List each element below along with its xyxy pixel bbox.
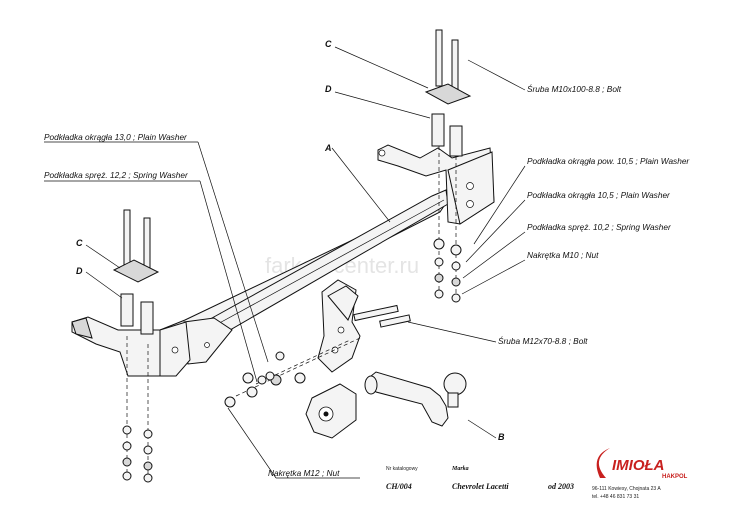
company-address: 96-111 Kowiesy, Chojnata 23 A bbox=[592, 486, 661, 492]
brand-name: IMIOŁA bbox=[612, 457, 665, 474]
make-header: Marka bbox=[451, 466, 469, 472]
left-bolts-spacers bbox=[112, 209, 160, 483]
imiola-logo: IMIOŁA HAKPOL 96-111 Kowiesy, Chojnata 2… bbox=[592, 448, 688, 500]
catalog-header: Nr katalogowy bbox=[386, 466, 418, 472]
leader-lines bbox=[44, 46, 526, 479]
label-nut-m10: Nakrętka M10 ; Nut bbox=[527, 250, 599, 260]
socket-plate bbox=[305, 383, 357, 439]
label-plain-washer-13: Podkładka okrągła 13,0 ; Plain Washer bbox=[44, 132, 188, 142]
crossbar-a bbox=[71, 144, 495, 377]
year-from: od 2003 bbox=[548, 482, 574, 491]
part-ref-a: A bbox=[324, 143, 332, 153]
vehicle-make: Chevrolet Lacetti bbox=[452, 482, 509, 491]
label-plain-washer-10: Podkładka okrągła 10,5 ; Plain Washer bbox=[527, 190, 671, 200]
brand-subtitle: HAKPOL bbox=[662, 474, 688, 480]
title-block: Nr katalogowy CH/004 Marka Chevrolet Lac… bbox=[386, 466, 574, 491]
label-bolt-m10: Śruba M10x100-8.8 ; Bolt bbox=[527, 83, 622, 94]
label-bolt-m12: Śruba M12x70-8.8 ; Bolt bbox=[498, 335, 588, 346]
logo-swoosh-icon bbox=[596, 448, 610, 478]
part-ref-c-top: C bbox=[325, 39, 332, 49]
part-ref-d-left: D bbox=[76, 266, 83, 276]
company-phone: tel. +48 46 831 73 31 bbox=[592, 494, 639, 500]
catalog-number: CH/004 bbox=[386, 482, 412, 491]
tow-ball-b bbox=[364, 371, 467, 427]
label-nut-m12: Nakrętka M12 ; Nut bbox=[268, 468, 340, 478]
part-ref-b: B bbox=[498, 432, 505, 442]
right-bolts-spacers bbox=[424, 29, 472, 303]
label-spring-washer-12: Podkładka spręż. 12,2 ; Spring Washer bbox=[44, 170, 189, 180]
part-ref-c-left: C bbox=[76, 238, 83, 248]
label-spring-washer-10: Podkładka spręż. 10,2 ; Spring Washer bbox=[527, 222, 672, 232]
label-plain-washer-pow-10: Podkładka okrągła pow. 10,5 ; Plain Wash… bbox=[527, 156, 690, 166]
part-ref-d-top: D bbox=[325, 84, 332, 94]
m12-bolts-washers bbox=[224, 304, 411, 408]
